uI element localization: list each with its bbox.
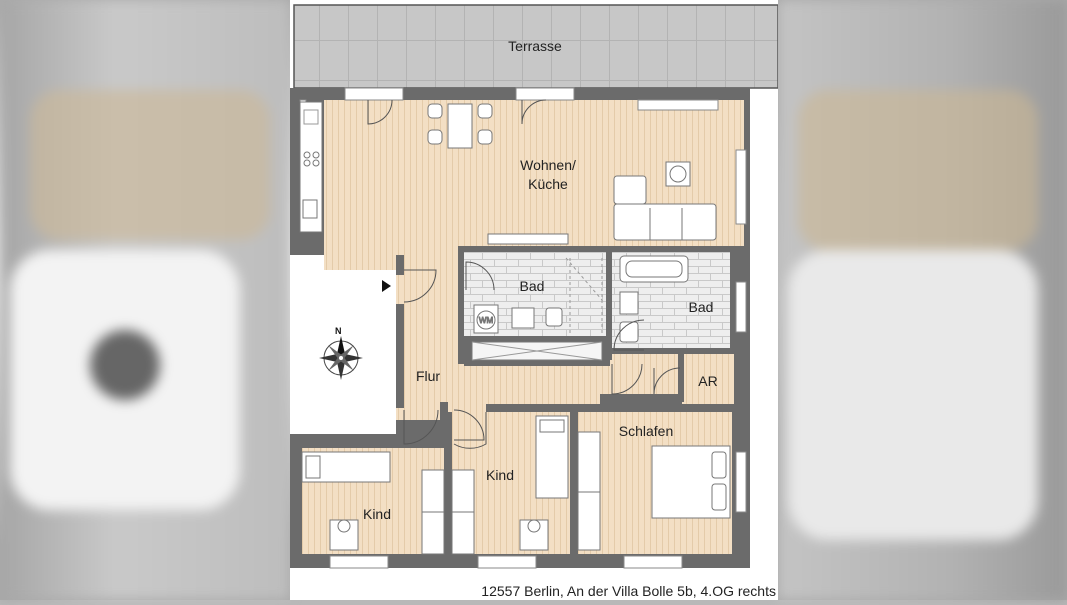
doors [367,99,681,449]
interior-walls [290,246,740,556]
kitchen-counter [299,101,323,233]
child-right-furniture [451,415,569,555]
blurred-background-left [0,0,290,600]
room-label-child-right: Kind [486,467,514,483]
address-caption: 12557 Berlin, An der Villa Bolle 5b, 4.O… [481,583,776,599]
bedroom-furniture [577,431,731,551]
compass-rose-icon: N [319,326,363,380]
floor-plan-panel: WM [290,0,779,600]
sofa [487,161,717,245]
room-label-storage: AR [698,373,717,389]
room-label-bath-left: Bad [520,278,545,294]
washing-machine-label: WM [479,316,494,325]
bathroom-right-fixtures [619,255,689,343]
room-label-bedroom: Schlafen [619,423,673,439]
room-label-terrace: Terrasse [508,38,562,54]
blurred-background-right [778,0,1067,600]
bathroom-left-fixtures: WM [471,257,603,361]
room-label-hallway: Flur [416,368,440,384]
dining-table [427,103,493,149]
room-label-living-line2: Küche [528,176,568,192]
entrance-arrow-icon [382,280,391,292]
child-left-furniture [301,451,445,555]
compass-north-label: N [335,326,342,336]
floor-plan: WM [290,4,779,599]
room-label-child-left: Kind [363,506,391,522]
room-label-bath-right: Bad [689,299,714,315]
room-label-living-line1: Wohnen/ [520,157,576,173]
